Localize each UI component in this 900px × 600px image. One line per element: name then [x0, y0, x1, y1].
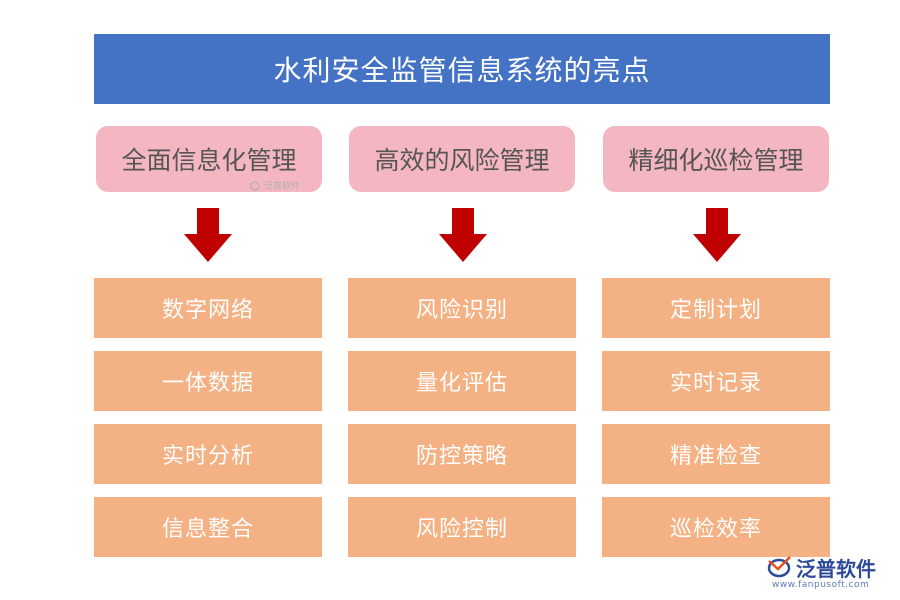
item-column-1-row-3: 实时分析	[94, 424, 322, 484]
item-column-2-row-4: 风险控制	[348, 497, 576, 557]
small-watermark: 泛普软件	[250, 179, 300, 192]
heading-column-2: 高效的风险管理	[349, 126, 575, 192]
diagram-title: 水利安全监管信息系统的亮点	[94, 34, 830, 104]
arrow-down-icon	[439, 208, 487, 262]
fanpu-logo-icon	[250, 180, 260, 191]
item-column-3-row-1: 定制计划	[602, 278, 830, 338]
fanpu-logo-icon	[767, 556, 791, 578]
brand-logo: 泛普软件	[766, 552, 876, 582]
heading-column-1: 全面信息化管理	[96, 126, 322, 192]
item-column-3-row-2: 实时记录	[602, 351, 830, 411]
item-column-1-row-1: 数字网络	[94, 278, 322, 338]
item-column-2-row-1: 风险识别	[348, 278, 576, 338]
item-column-3-row-4: 巡检效率	[602, 497, 830, 557]
brand-url: www.fanpusoft.com	[772, 580, 870, 590]
brand-logo-text: 泛普软件	[796, 556, 876, 581]
item-column-3-row-3: 精准检查	[602, 424, 830, 484]
item-column-2-row-2: 量化评估	[348, 351, 576, 411]
arrow-down-icon	[184, 208, 232, 262]
heading-column-3: 精细化巡检管理	[603, 126, 829, 192]
small-watermark-text: 泛普软件	[264, 182, 301, 192]
item-column-1-row-2: 一体数据	[94, 351, 322, 411]
arrow-down-icon	[693, 208, 741, 262]
item-column-2-row-3: 防控策略	[348, 424, 576, 484]
item-column-1-row-4: 信息整合	[94, 497, 322, 557]
